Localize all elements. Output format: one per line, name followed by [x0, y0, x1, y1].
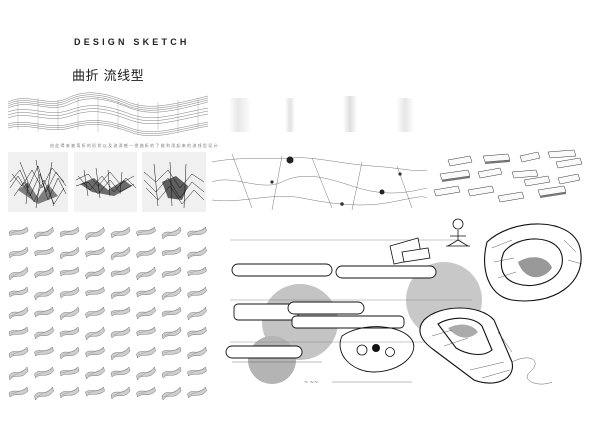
- ribbon-tile: [59, 346, 80, 360]
- ribbon-tile: [161, 326, 182, 340]
- ribbon-tile: [161, 246, 182, 257]
- ribbon-tile: [110, 386, 131, 400]
- ribbon-tile: [34, 226, 54, 240]
- ribbon-tile: [187, 226, 207, 238]
- ribbon-tile: [59, 226, 80, 238]
- ribbon-tile: [187, 386, 207, 399]
- ribbon-tile: [85, 306, 105, 319]
- ribbon-tile: [8, 266, 29, 281]
- page-subtitle: 曲折 流线型: [72, 69, 145, 84]
- ribbon-tile: [161, 306, 182, 318]
- ribbon-tile: [136, 366, 156, 381]
- ribbon-tile: [8, 366, 29, 381]
- ribbon-tile: [110, 366, 131, 378]
- ribbon-tile: [187, 306, 207, 321]
- mesh-sketch-3: [142, 152, 206, 212]
- ribbon-tile: [8, 286, 29, 298]
- concept-caption: 由 此 得 来 被 弯 折 的 形 状 以 及 流 淌 感 — 把 曲 折 的 …: [50, 143, 218, 148]
- product-sketch-area: ~ ~~: [225, 218, 583, 386]
- ribbon-tiles: [8, 226, 207, 401]
- ribbon-tile: [8, 226, 29, 237]
- ribbon-tile: [136, 346, 156, 359]
- mesh-sketch-1: [8, 152, 68, 212]
- ribbon-tile: [187, 286, 207, 299]
- ribbon-tile: [8, 306, 29, 320]
- ribbon-tile: [34, 246, 54, 257]
- ribbon-tile: [136, 326, 156, 337]
- ribbon-tile: [161, 266, 182, 279]
- ribbon-tile: [8, 326, 29, 337]
- ribbon-tile: [34, 286, 54, 301]
- ribbon-tile: [187, 266, 207, 277]
- ribbon-tile: [136, 246, 156, 259]
- ribbon-tile: [136, 286, 156, 298]
- ribbon-tile: [110, 266, 131, 278]
- page-title: DESIGN SKETCH: [74, 37, 190, 47]
- ribbon-tile: [34, 366, 54, 379]
- ribbon-tile: [59, 286, 80, 299]
- blur-bar-3: [343, 96, 357, 132]
- ribbon-tile: [85, 266, 105, 280]
- ribbon-tile: [34, 386, 54, 401]
- ribbon-tile: [34, 306, 54, 318]
- ribbon-tile: [59, 306, 80, 321]
- blur-bar-2: [285, 98, 295, 132]
- ribbon-tile: [110, 306, 131, 317]
- ribbon-tile: [85, 366, 105, 380]
- ribbon-tile: [85, 386, 105, 397]
- ribbon-tile: [85, 246, 105, 258]
- ribbon-tile: [59, 366, 80, 377]
- ribbon-tile: [136, 386, 156, 398]
- ribbon-tile: [136, 266, 156, 281]
- ribbon-tile: [187, 346, 207, 360]
- wave-sketch: [7, 92, 209, 136]
- mesh-sketch-2: [74, 152, 137, 212]
- blur-bar-1: [229, 98, 251, 132]
- ribbon-tile: [136, 306, 156, 320]
- ribbon-tile: [85, 326, 105, 341]
- ribbon-tile: [59, 266, 80, 277]
- ribbon-tile: [110, 326, 131, 339]
- ribbon-tile: [34, 326, 54, 340]
- svg-text:~ ~~: ~ ~~: [304, 380, 318, 386]
- ribbon-tile: [161, 286, 182, 301]
- ribbon-tile: [34, 346, 54, 357]
- ribbon-tile: [59, 326, 80, 338]
- flow-line-sketch: [211, 153, 428, 211]
- ribbon-tile: [85, 226, 105, 241]
- blur-bar-4: [396, 98, 414, 132]
- ribbon-tile: [110, 246, 131, 261]
- ribbon-tile: [110, 226, 131, 239]
- ribbon-tile: [8, 246, 29, 259]
- block-sketches: [433, 149, 583, 203]
- ribbon-tile: [110, 346, 131, 361]
- ribbon-tile-grid: [6, 222, 210, 402]
- ribbon-tile: [161, 366, 182, 379]
- ribbon-tile: [161, 226, 182, 240]
- ribbon-tile: [136, 226, 156, 237]
- ribbon-tile: [8, 386, 29, 398]
- ribbon-tile: [187, 366, 207, 377]
- ribbon-tile: [161, 346, 182, 357]
- ribbon-tile: [34, 266, 54, 279]
- ribbon-tile: [85, 346, 105, 358]
- ribbon-tile: [85, 286, 105, 297]
- ribbon-tile: [59, 246, 80, 260]
- ribbon-tile: [110, 286, 131, 300]
- ribbon-tile: [161, 386, 182, 401]
- ribbon-tile: [59, 386, 80, 399]
- ribbon-tile: [187, 246, 207, 260]
- ribbon-tile: [187, 326, 207, 338]
- ribbon-tile: [8, 346, 29, 359]
